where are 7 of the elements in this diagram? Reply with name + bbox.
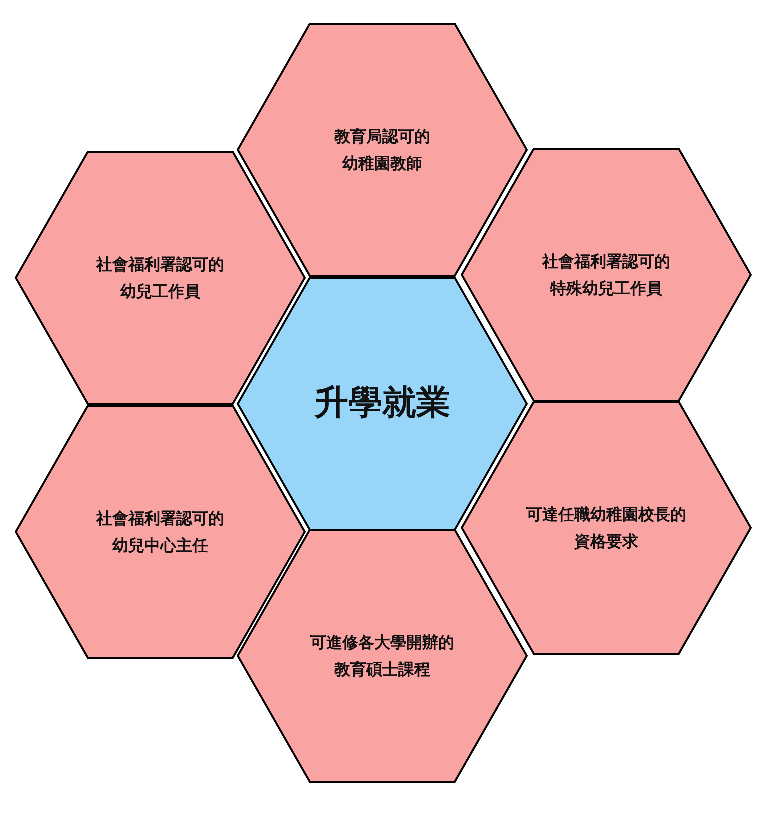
hexagon-label: 可進修各大學開辦的教育碩士課程 bbox=[310, 632, 454, 681]
center-title: 升學就業 bbox=[314, 382, 450, 426]
hexagon-label: 社會福利署認可的特殊幼兒工作員 bbox=[542, 250, 670, 300]
hexagon-label: 社會福利署認可的幼兒中心主任 bbox=[96, 508, 224, 557]
hexagon-label: 教育局認可的幼稚園教師 bbox=[334, 126, 430, 175]
hexagon-label: 可達任職幼稚園校長的資格要求 bbox=[526, 504, 686, 553]
hexagon-label: 社會福利署認可的幼兒工作員 bbox=[96, 254, 224, 303]
